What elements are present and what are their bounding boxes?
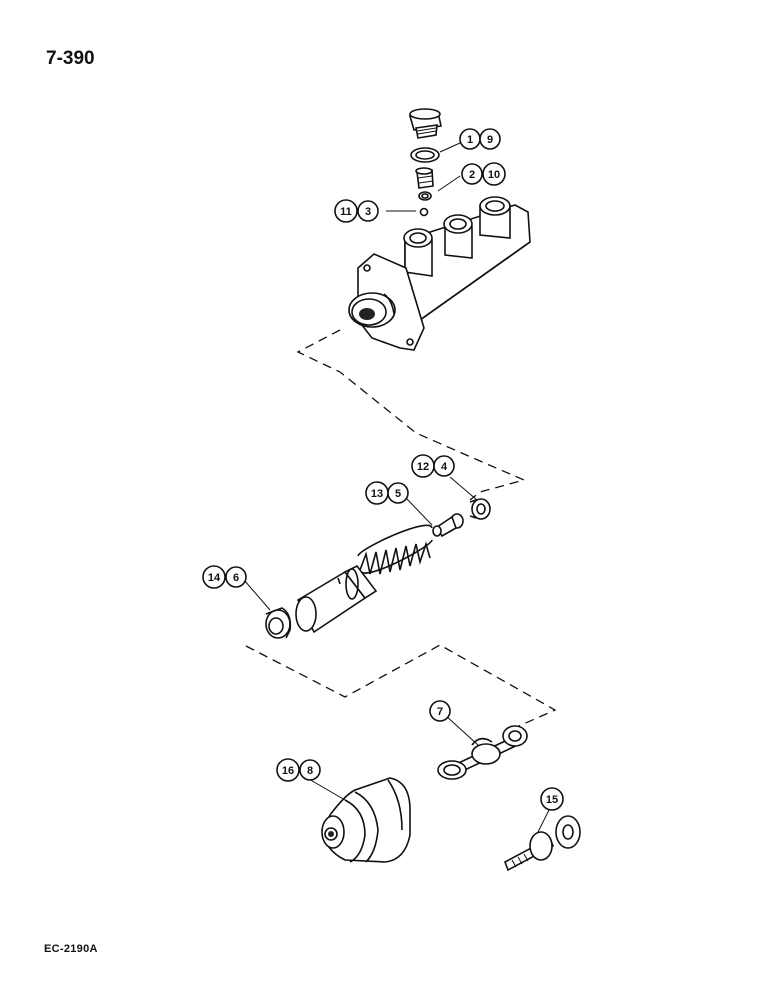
check-valve (415, 167, 434, 189)
page-number: 7-390 (46, 48, 95, 69)
callout-2-10: 2 10 (461, 162, 506, 186)
assembly-line-upper (296, 329, 526, 501)
callout-label: 2 (469, 169, 475, 181)
callout-14-6: 14 6 (202, 565, 247, 589)
callout-label: 4 (441, 461, 448, 473)
figure-code: EC-2190A (44, 943, 98, 955)
plug-fitting (408, 108, 442, 139)
callout-13-5: 13 5 (365, 481, 409, 505)
valve-seat (418, 191, 432, 201)
callout-16-8: 16 8 (276, 758, 321, 782)
callout-label: 3 (365, 206, 371, 218)
callout-label: 6 (233, 572, 239, 584)
master-cylinder-body (348, 196, 531, 351)
push-rod (437, 725, 528, 780)
callout-label: 11 (340, 206, 352, 218)
callout-label: 14 (208, 572, 221, 584)
assembly-line-lower (245, 644, 557, 731)
callout-1-9: 1 9 (459, 128, 501, 150)
callout-leaders (243, 142, 551, 833)
callout-label: 5 (395, 488, 401, 500)
callout-15: 15 (540, 787, 564, 811)
piston-seal (265, 607, 292, 639)
callout-label: 10 (488, 169, 500, 181)
callout-label: 8 (307, 765, 313, 777)
dust-boot (321, 777, 411, 863)
callout-7: 7 (429, 700, 451, 722)
callout-11-3: 11 3 (334, 199, 379, 223)
piston (295, 564, 378, 634)
callout-label: 16 (282, 765, 294, 777)
callout-label: 15 (546, 794, 558, 806)
callout-label: 7 (437, 706, 443, 718)
sealing-washer (410, 147, 440, 163)
callout-12-4: 12 4 (411, 454, 455, 478)
callout-label: 12 (417, 461, 429, 473)
valve-stem (432, 513, 464, 538)
callout-label: 9 (487, 134, 493, 146)
ball (419, 207, 429, 217)
callout-label: 1 (467, 134, 473, 146)
return-spring (357, 524, 433, 575)
mounting-bolt (504, 815, 581, 872)
bushing (469, 498, 491, 520)
callout-label: 13 (371, 488, 383, 500)
